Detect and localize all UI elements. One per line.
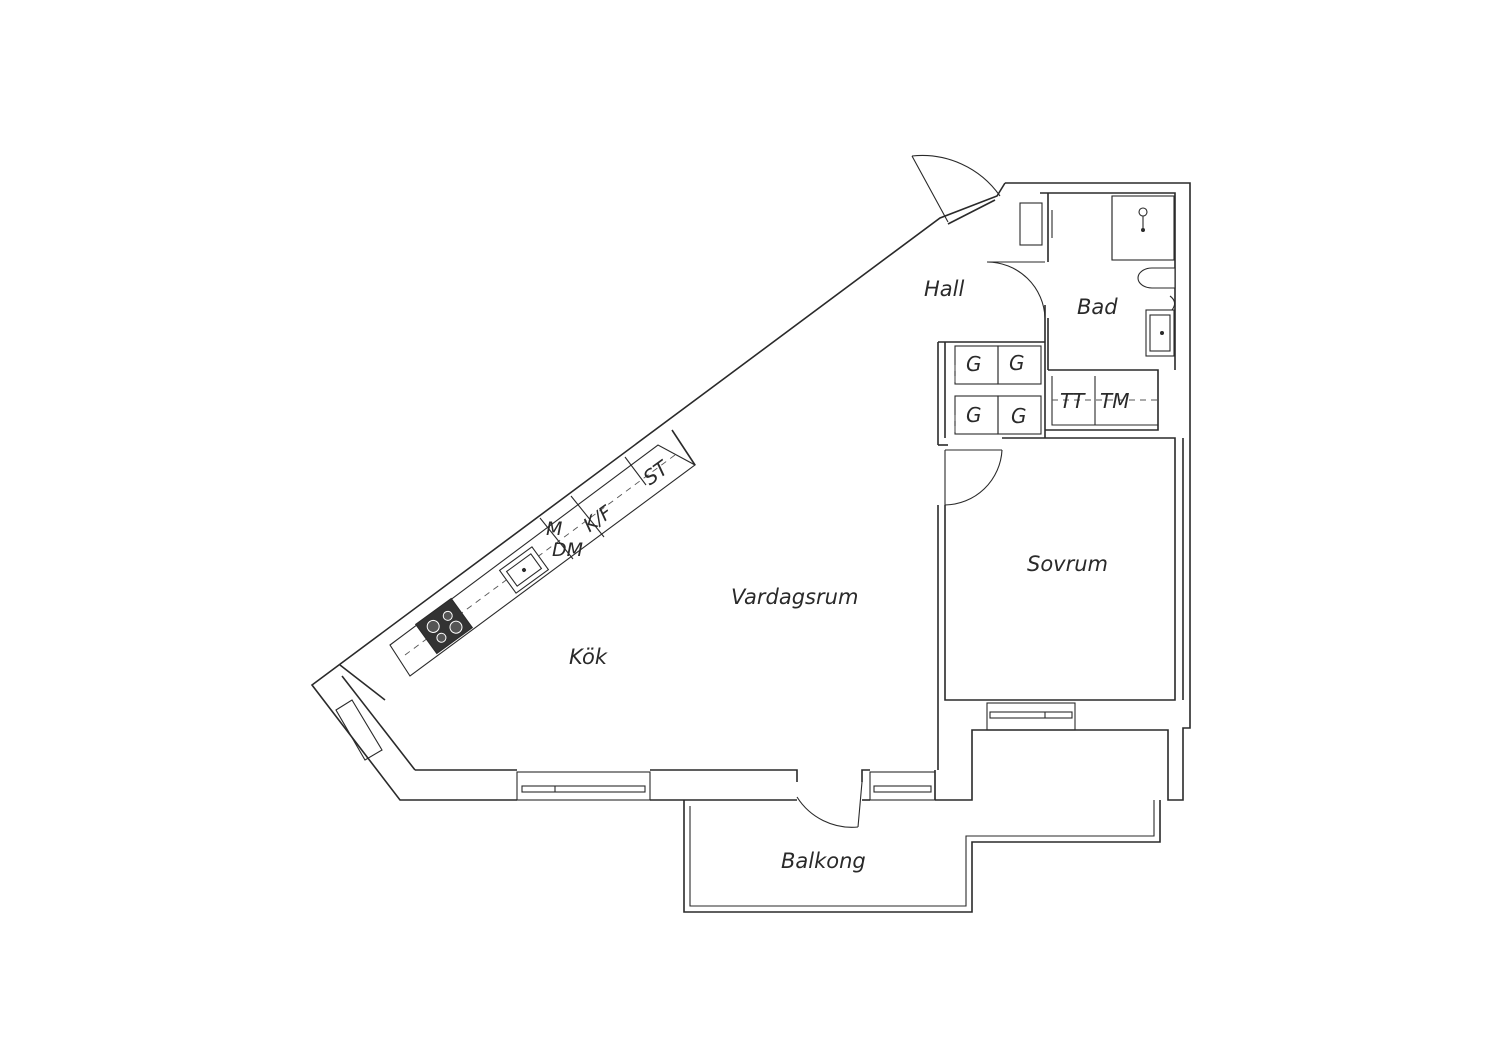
dryer-label: TT	[1060, 389, 1086, 413]
room-label-sovrum: Sovrum	[1027, 552, 1108, 576]
room-label-balkong: Balkong	[781, 849, 866, 873]
wardrobe-label: G	[1009, 351, 1025, 375]
hall-cabinet	[1019, 202, 1043, 246]
bathroom-fixtures	[1019, 195, 1176, 357]
shower-head-icon	[1138, 207, 1148, 217]
room-label-bad: Bad	[1077, 295, 1118, 319]
dishwasher-label: DM	[552, 539, 583, 561]
wardrobe-label: G	[966, 403, 982, 427]
kitchen-counter	[389, 444, 697, 677]
washer-label: TM	[1100, 389, 1129, 413]
wardrobes	[954, 345, 1042, 435]
room-label-vardagsrum: Vardagsrum	[731, 585, 858, 609]
fridge-freezer-label: K/F	[579, 501, 617, 537]
wardrobe-label: G	[1011, 404, 1027, 428]
outer-walls	[310, 182, 1191, 801]
wardrobe-label: G	[966, 352, 982, 376]
room-label-hall: Hall	[924, 277, 964, 301]
microwave-label: M	[546, 518, 562, 540]
interior-walls	[937, 192, 1184, 770]
balcony	[683, 800, 1161, 913]
stove-icon	[414, 597, 474, 655]
room-label-kok: Kök	[569, 645, 608, 669]
doors	[796, 154, 1046, 828]
sink-icon	[498, 546, 550, 594]
windows	[335, 699, 1076, 801]
toilet-icon	[1137, 267, 1176, 289]
